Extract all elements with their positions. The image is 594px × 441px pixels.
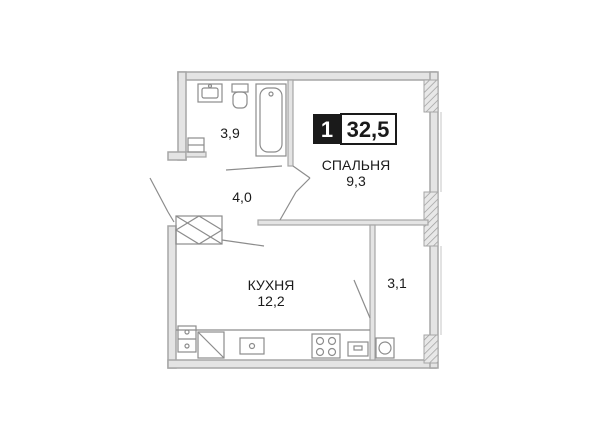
kitchen-counter <box>176 325 395 359</box>
apartment-badge: 1 32,5 <box>313 113 397 145</box>
bathroom-area: 3,9 <box>220 125 240 141</box>
rooms-count: 1 <box>321 117 333 142</box>
total-area-box <box>340 113 397 145</box>
kitchen-area: 12,2 <box>257 293 284 309</box>
kitchen-name: КУХНЯ <box>248 277 295 293</box>
interior-walls <box>185 79 429 361</box>
toilet-fixture <box>231 83 249 109</box>
bedroom-name: СПАЛЬНЯ <box>322 157 390 173</box>
right-windows <box>423 79 442 364</box>
wardrobe <box>174 215 224 245</box>
bedroom-area: 9,3 <box>346 173 366 189</box>
doors <box>149 165 371 319</box>
bathtub-fixture <box>255 83 287 157</box>
balcony-area: 3,1 <box>387 275 407 291</box>
sink-fixture <box>197 83 223 103</box>
total-area: 32,5 <box>347 117 390 142</box>
rooms-count-box <box>313 114 341 144</box>
washer-niche <box>187 137 205 153</box>
hall-area: 4,0 <box>232 189 252 205</box>
